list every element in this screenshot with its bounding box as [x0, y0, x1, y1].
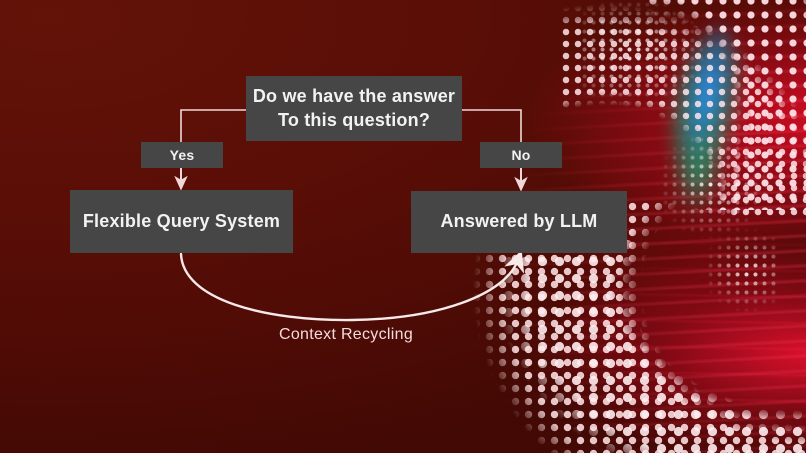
node-no-label[interactable]: No: [480, 142, 562, 168]
caption-context-recycling: Context Recycling: [278, 326, 414, 343]
node-answered-by-llm[interactable]: Answered by LLM: [411, 191, 627, 253]
edge-question-to-yes: [180, 109, 246, 142]
node-question[interactable]: Do we have the answer To this question?: [246, 76, 462, 141]
node-question-line1: Do we have the answer: [252, 86, 456, 107]
node-yes-label[interactable]: Yes: [141, 142, 223, 168]
node-flexible-query-system[interactable]: Flexible Query System: [70, 190, 293, 253]
edge-context-recycling: [179, 250, 525, 322]
node-question-line2: To this question?: [277, 109, 431, 130]
dot-scatter-artwork: [580, 0, 780, 330]
edge-question-to-no: [462, 109, 522, 142]
